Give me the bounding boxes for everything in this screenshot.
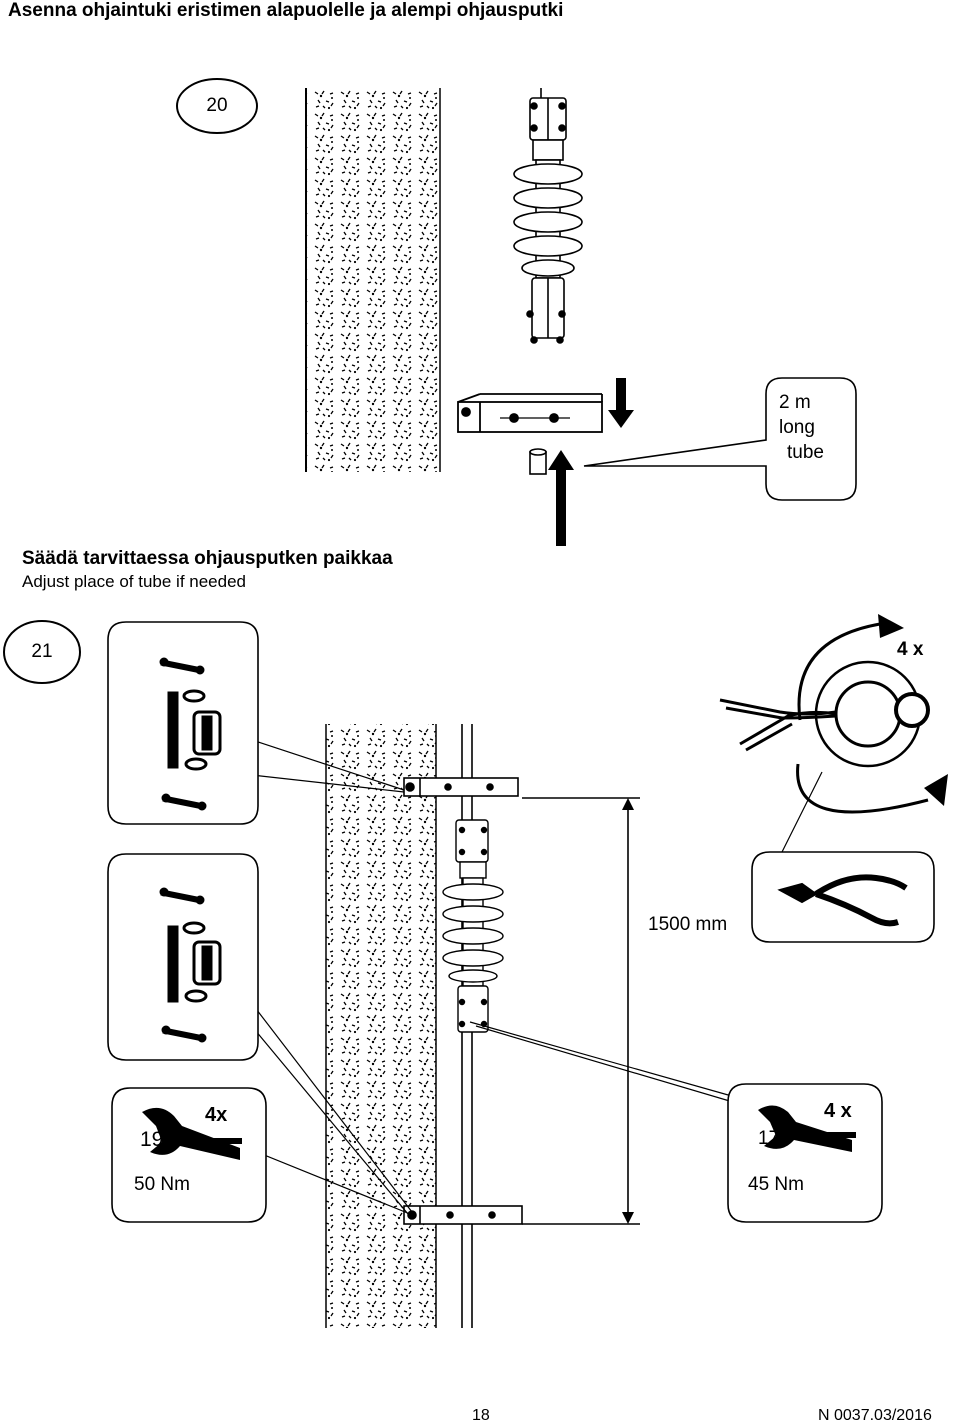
wrench-19-size: 19 <box>140 1128 164 1151</box>
page-title: Asenna ohjaintuki eristimen alapuolelle … <box>8 0 564 21</box>
pliers-icon <box>777 874 908 927</box>
wrench-box-19 <box>111 1087 267 1223</box>
insulator-lower <box>442 819 504 1033</box>
step-21-oval <box>3 620 81 684</box>
bracket-upper <box>457 393 603 433</box>
pole-upper <box>305 88 441 472</box>
dimension-line <box>522 797 640 1225</box>
pole-lower <box>325 724 437 1328</box>
cotter-pin-icon <box>719 698 837 752</box>
wrench-17-torque: 45 Nm <box>748 1174 804 1195</box>
arrow-down-icon <box>608 378 634 428</box>
arrow-up-icon <box>548 450 574 546</box>
wrench-17-count: 4 x <box>824 1100 852 1122</box>
instruction-english: Adjust place of tube if needed <box>22 572 246 591</box>
instruction-finnish: Säädä tarvittaessa ohjausputken paikkaa <box>22 548 393 569</box>
pliers-box <box>751 851 935 943</box>
hardware-box-lower <box>107 853 259 1061</box>
step-20-oval <box>176 78 258 134</box>
document-code: N 0037.03/2016 <box>818 1407 932 1424</box>
tube-stub <box>529 448 547 475</box>
hardware-box-upper <box>107 621 259 825</box>
rotate-icon <box>719 614 948 814</box>
bracket-top <box>403 777 519 797</box>
tube-callout-line-2: long <box>779 417 815 438</box>
tube-callout-line-3: tube <box>787 442 824 463</box>
tube-callout-text: 2 m long tube <box>779 390 824 465</box>
wrench-box-17 <box>727 1083 883 1223</box>
page-number: 18 <box>472 1407 490 1424</box>
distance-label: 1500 mm <box>648 914 728 935</box>
tube-callout-line-1: 2 m <box>779 392 811 413</box>
bracket-bottom <box>403 1205 523 1225</box>
wrench-17-size: 17 <box>758 1128 780 1149</box>
wrench-icon <box>142 1107 242 1160</box>
leader-lines <box>229 739 823 1215</box>
tube-callout-bubble <box>583 377 857 501</box>
wrench-19-torque: 50 Nm <box>134 1174 190 1195</box>
step-20-number: 20 <box>206 95 228 116</box>
insulator-upper <box>513 88 583 344</box>
rotate-count: 4 x <box>897 639 924 660</box>
step-21-number: 21 <box>31 641 53 662</box>
wrench-icon <box>758 1105 856 1152</box>
wrench-19-count: 4x <box>205 1104 228 1126</box>
